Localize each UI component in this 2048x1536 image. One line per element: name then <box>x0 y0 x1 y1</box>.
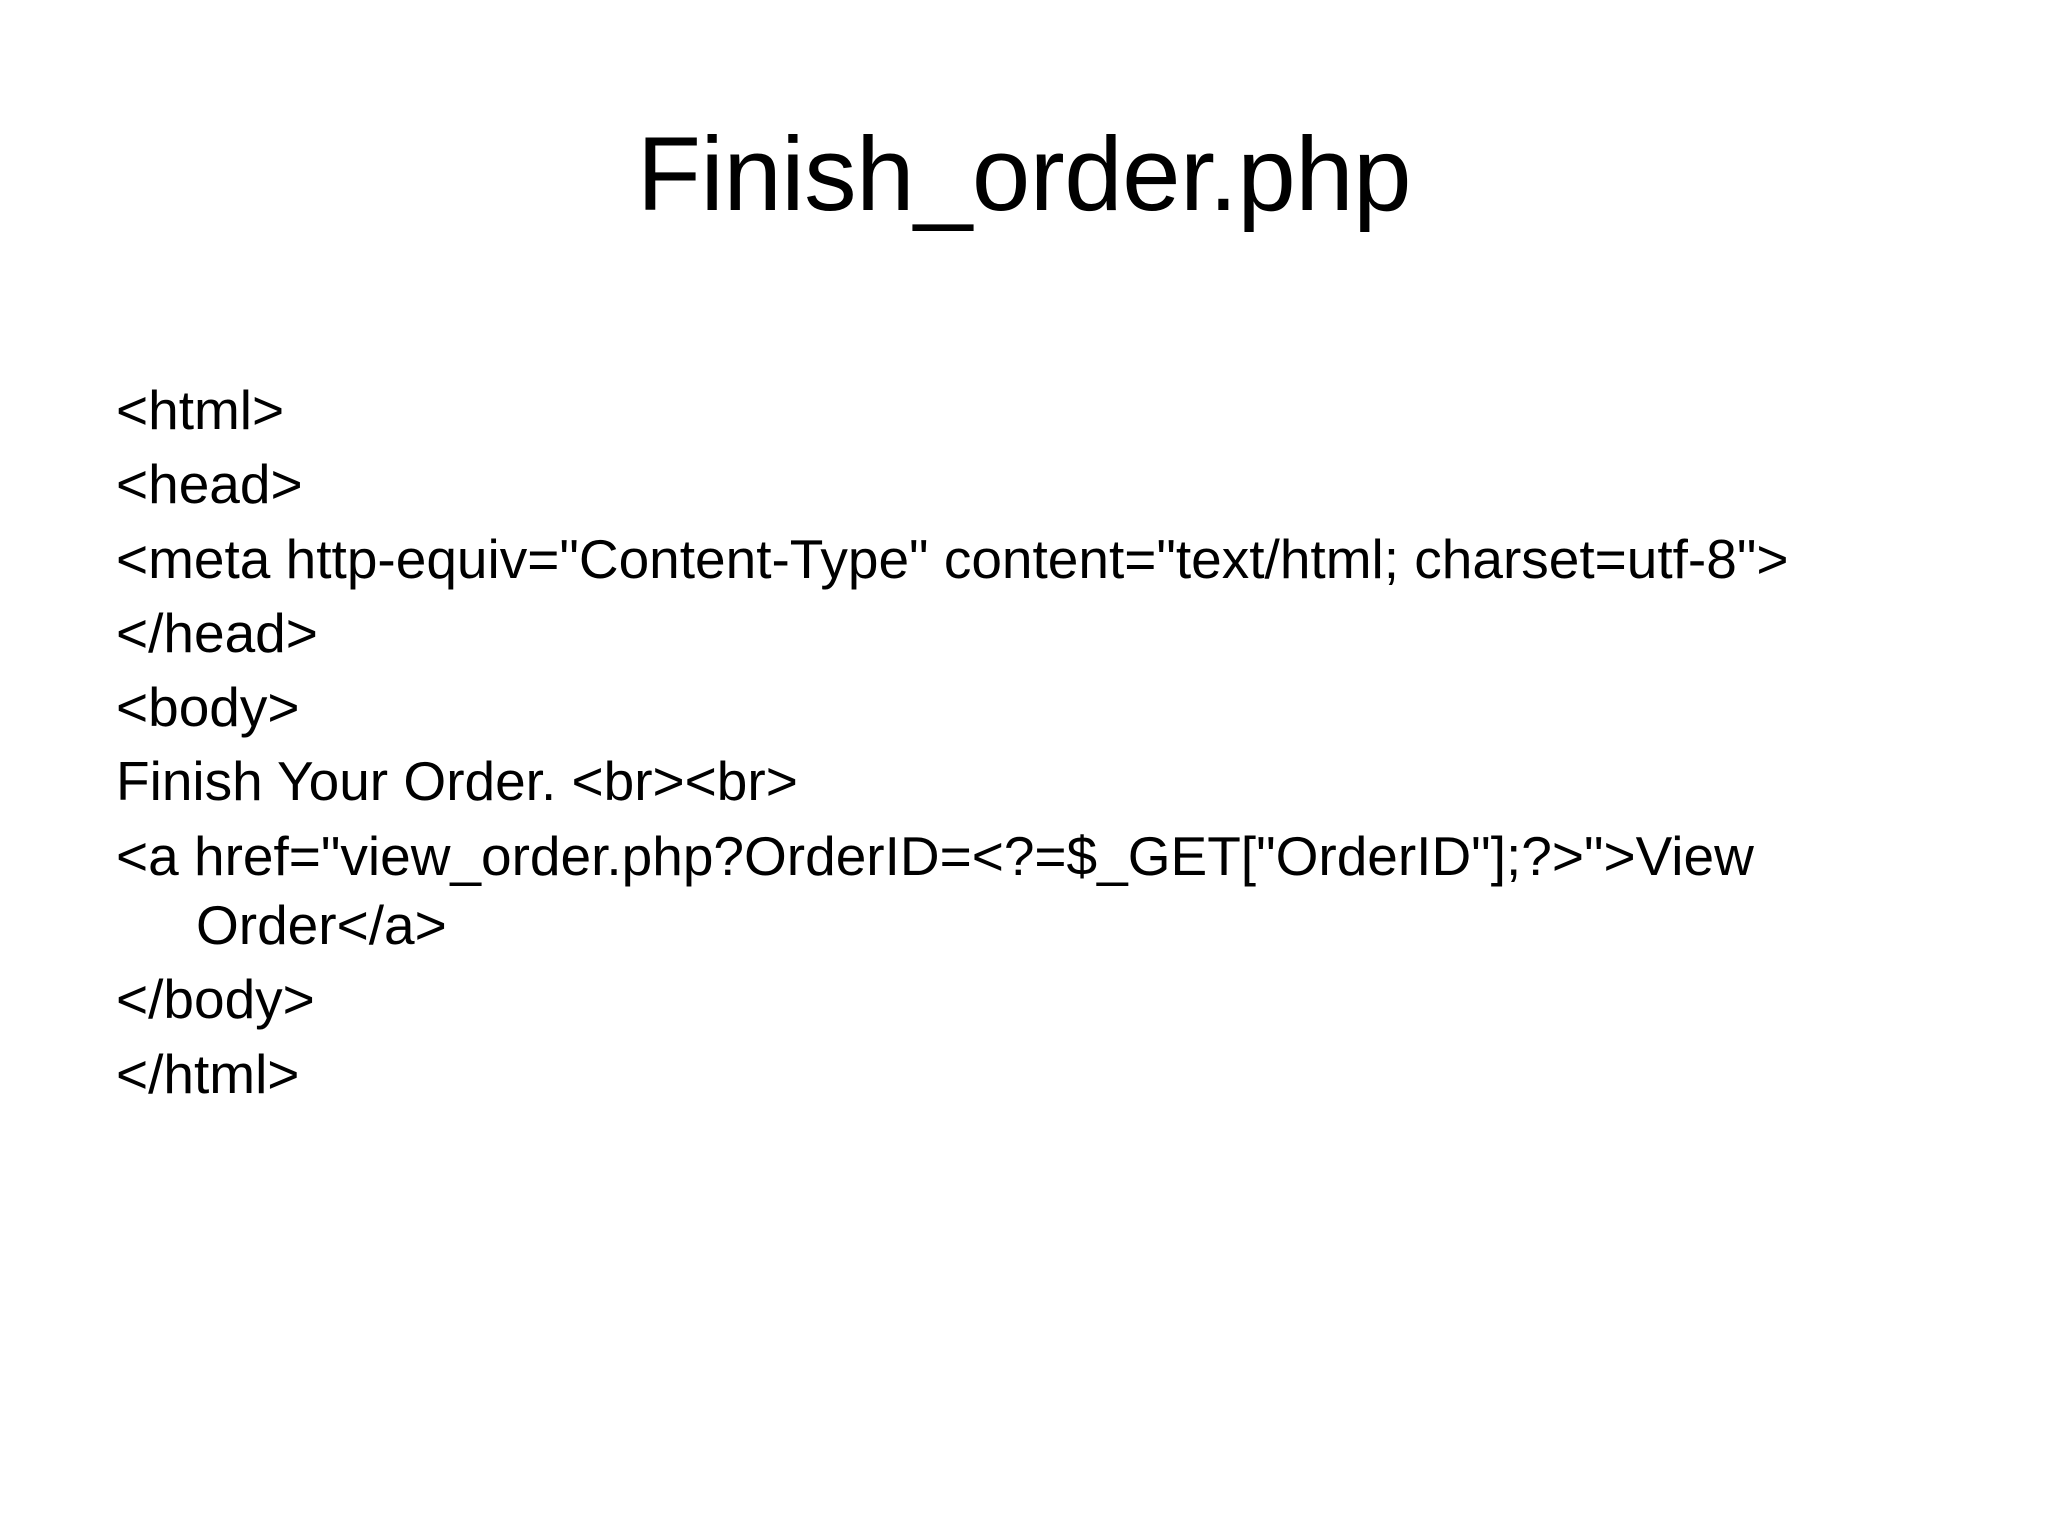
code-line: </head> <box>116 601 318 664</box>
code-listing: <html> <head> <meta http-equiv="Content-… <box>116 376 1916 1114</box>
code-line: <body> <box>116 676 300 739</box>
page-title: Finish_order.php <box>636 116 1412 233</box>
code-line: </html> <box>116 1042 300 1105</box>
code-line: <head> <box>116 453 303 516</box>
code-line: </body> <box>116 968 315 1031</box>
code-line: <meta http-equiv="Content-Type" content=… <box>116 527 1789 590</box>
code-line: Finish Your Order. <br><br> <box>116 750 798 813</box>
code-line: <html> <box>116 379 285 441</box>
code-line: <a href="view_order.php?OrderID=<?=$_GET… <box>116 824 1754 957</box>
